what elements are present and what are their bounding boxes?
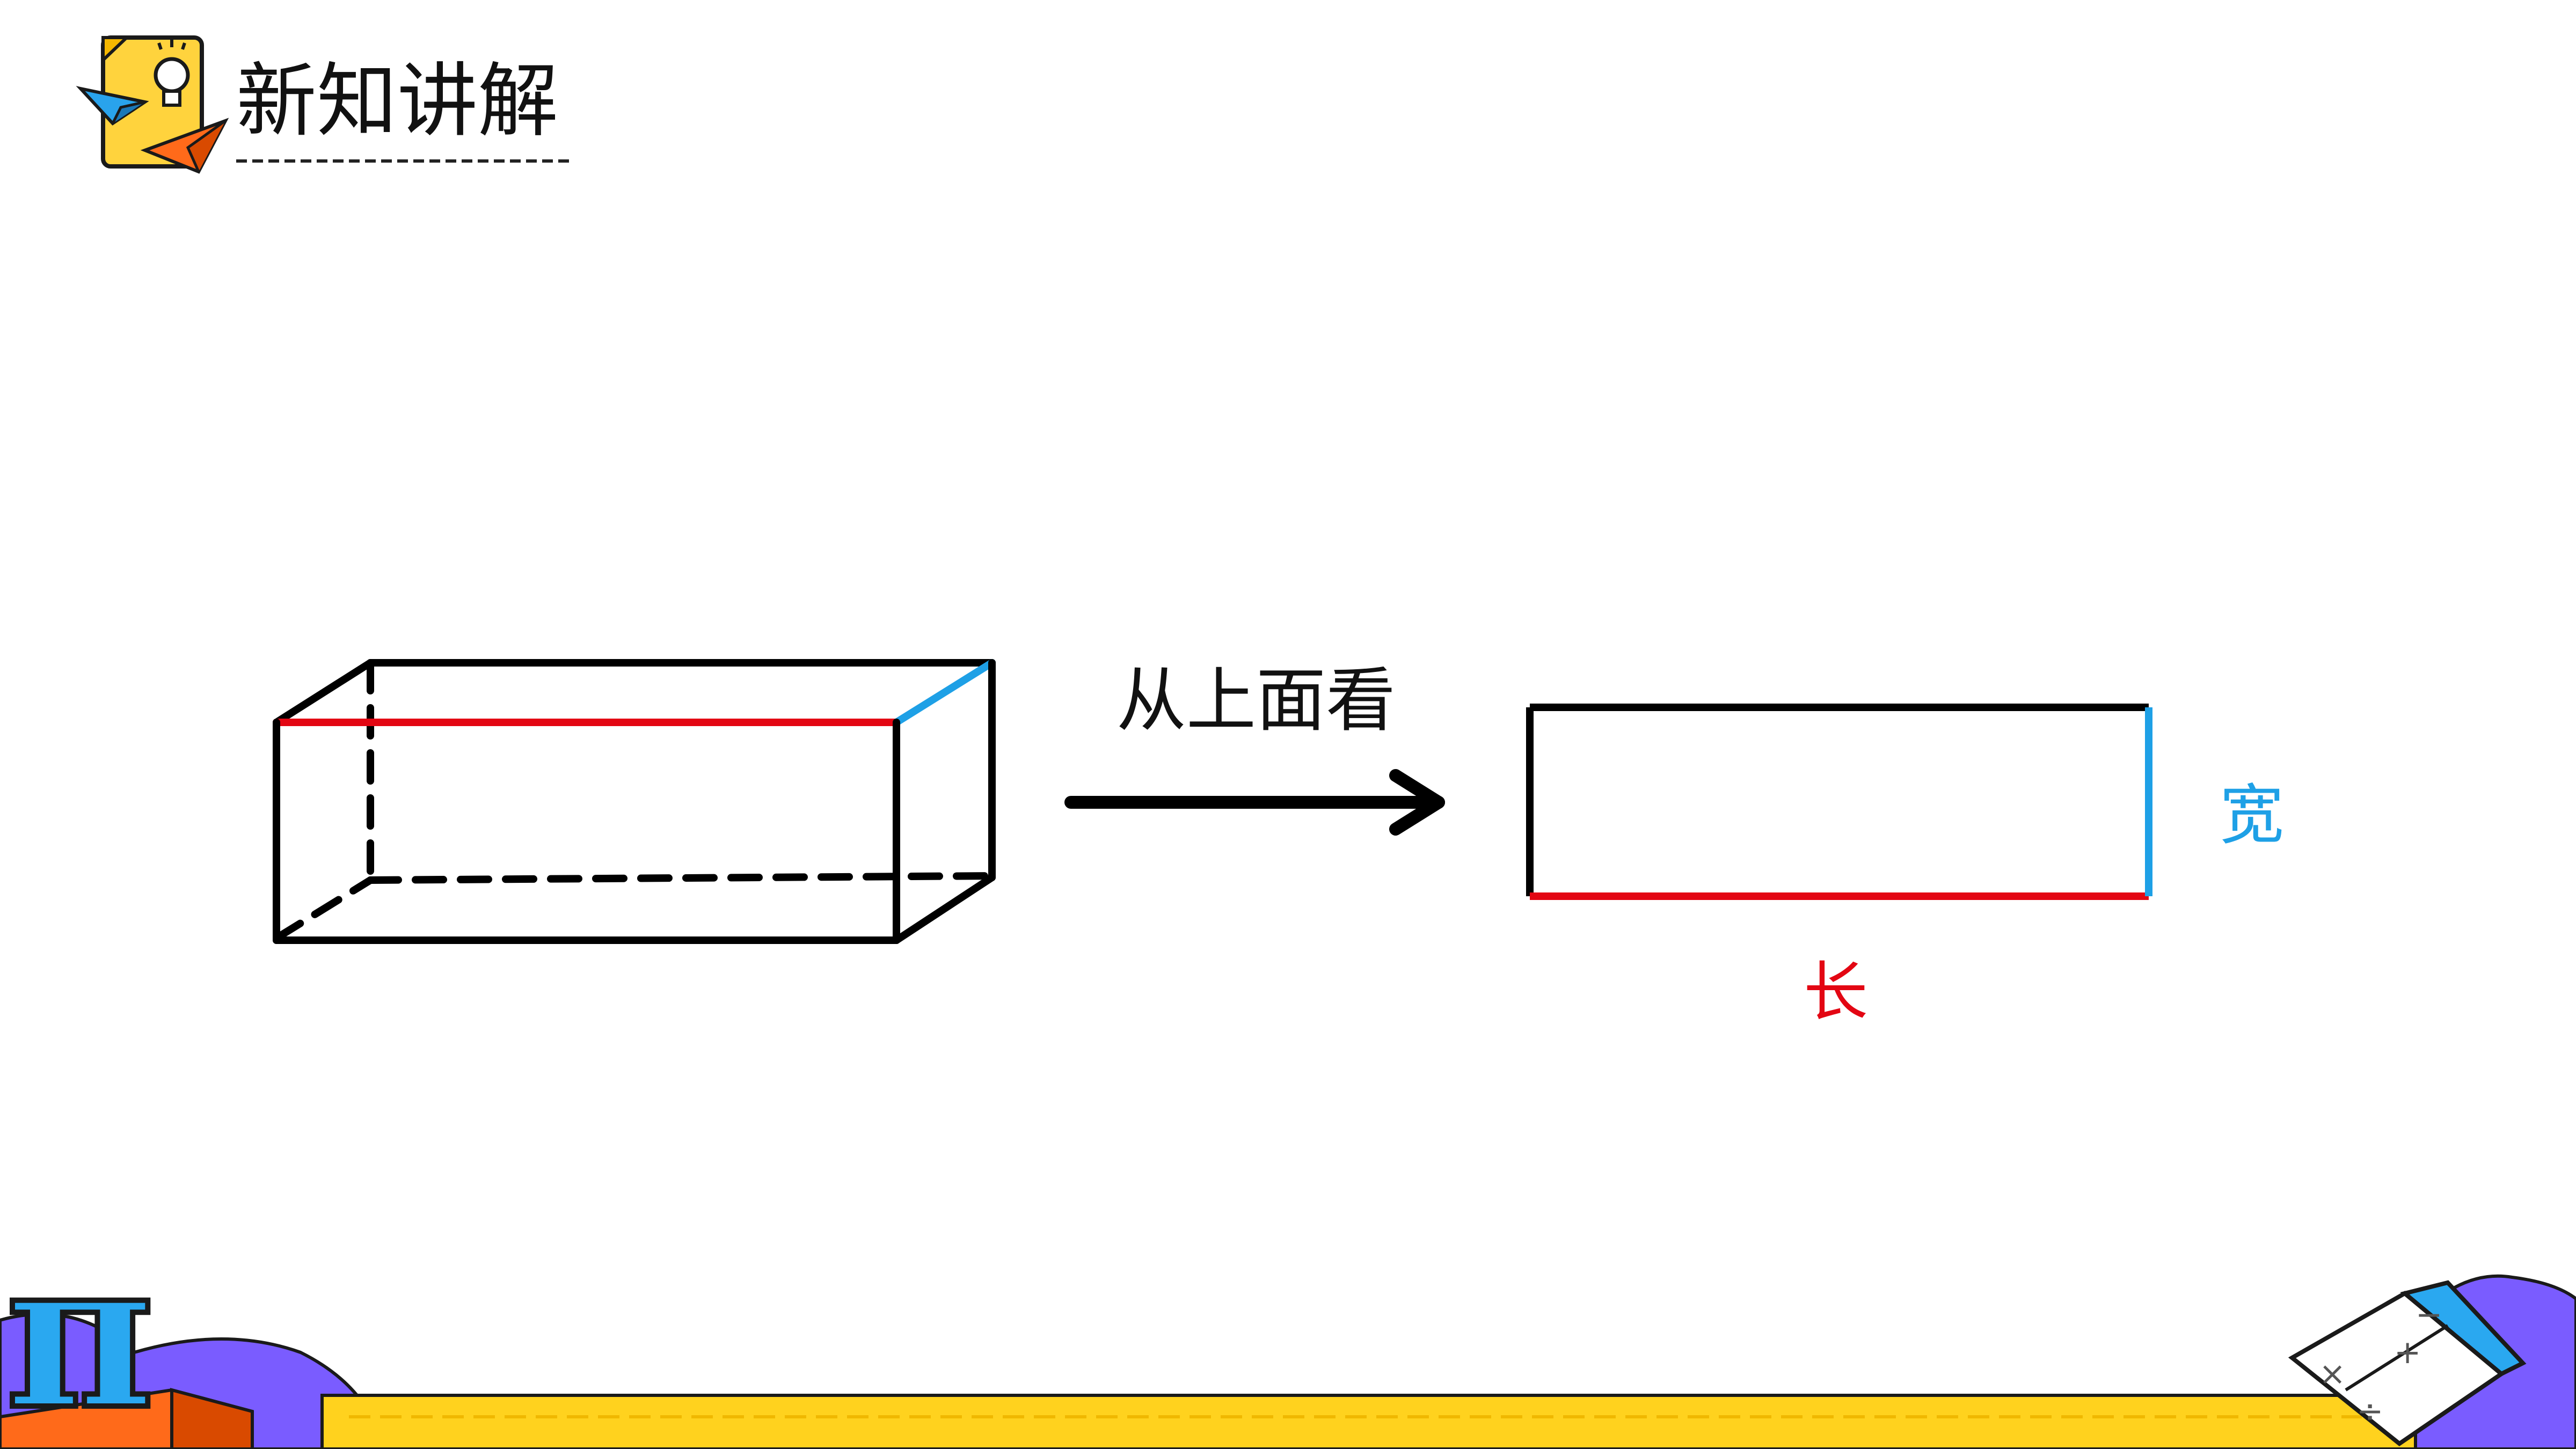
svg-text:×: × xyxy=(2319,1355,2346,1393)
paper-plane-blue-icon xyxy=(76,86,149,126)
edge-bottom-right-depth xyxy=(893,874,996,944)
header-logo xyxy=(76,35,229,174)
svg-text:+: + xyxy=(2394,1334,2421,1371)
hidden-edge-diagonal xyxy=(273,876,374,942)
lightbulb-icon xyxy=(154,40,190,107)
cuboid-figure xyxy=(273,659,996,944)
svg-text:÷: ÷ xyxy=(2356,1393,2383,1430)
length-label: 长 xyxy=(1804,955,1868,1030)
pi-symbol: π xyxy=(5,1214,155,1449)
svg-text:−: − xyxy=(2416,1296,2442,1334)
yellow-strip xyxy=(320,1394,2417,1449)
pi-symbol-icon: π xyxy=(3,1212,157,1449)
edge-top-left-depth xyxy=(273,659,374,726)
edge-width-highlight xyxy=(893,659,996,726)
hidden-edge-back-bottom xyxy=(367,872,996,884)
top-view-rectangle xyxy=(1526,704,2152,900)
right-arrow-icon xyxy=(1064,769,1445,836)
bottom-banner xyxy=(0,1274,2576,1449)
arrow-label: 从上面看 xyxy=(1116,660,1396,741)
page-title: 新知讲解 xyxy=(236,55,558,148)
paper-plane-orange-icon xyxy=(140,118,229,174)
math-book-icon: × + ÷ − xyxy=(2288,1280,2527,1446)
width-label: 宽 xyxy=(2220,778,2284,853)
